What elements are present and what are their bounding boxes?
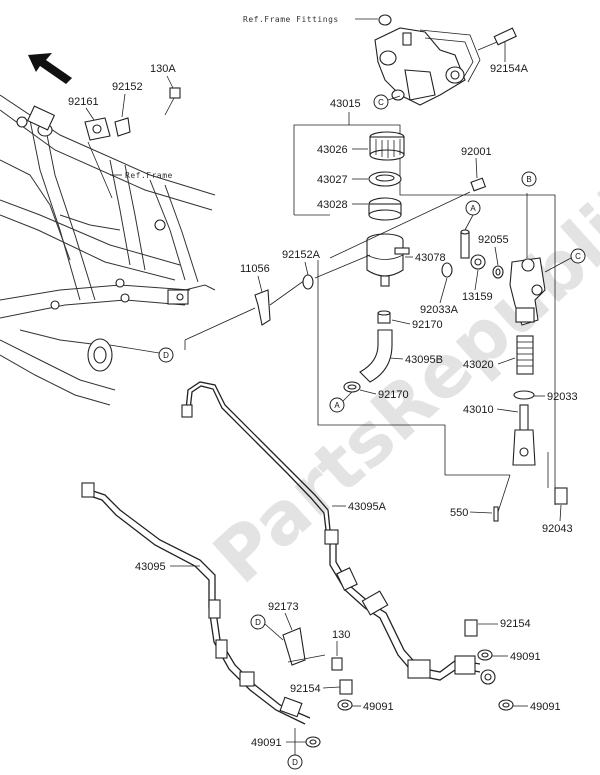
svg-text:B: B [526,175,531,184]
svg-text:D: D [163,351,169,360]
callout-d-clamp: D [250,614,284,641]
brake-pipe-43095A [181,381,331,531]
clamp-92170-lower [343,381,361,393]
bolt-130 [331,657,343,671]
callout-d-frame: D [109,344,174,363]
part-label-11056: 11056 [240,263,270,275]
part-label-550: 550 [450,507,468,519]
master-cylinder-body [509,193,546,326]
circlip-92033 [513,390,535,400]
bolt-92154-right [464,619,478,637]
svg-text:A: A [334,401,340,410]
part-label-130A: 130A [150,63,176,75]
washer-49091-c [477,649,493,661]
svg-text:C: C [378,98,384,107]
part-label-92170-lower: 92170 [378,389,409,401]
push-rod [512,404,536,466]
bolt-92154A [477,27,517,51]
part-label-43020: 43020 [463,359,494,371]
cotter-pin [493,474,511,522]
reservoir-cap [369,131,405,161]
svg-text:A: A [470,204,476,213]
part-label-92173: 92173 [268,601,299,613]
clamp-92173 [282,627,326,666]
washer-49091-d [498,699,514,711]
reservoir-plate [368,171,402,187]
part-label-43015: 43015 [330,98,361,110]
part-label-43010: 43010 [463,404,494,416]
part-label-92152A: 92152A [282,249,321,261]
collar-92152 [114,117,131,137]
ref-frame-label: Ref.Frame [125,171,173,180]
part-label-43027: 43027 [317,174,348,186]
part-label-92033: 92033 [547,391,578,403]
bolt-92043 [547,452,568,505]
part-label-92170-upper: 92170 [412,319,443,331]
part-label-92154-left: 92154 [290,683,321,695]
ref-frame-fittings-label: Ref.Frame Fittings [243,15,339,24]
group-43015-outline [293,112,556,505]
brake-hose-right [324,529,496,685]
bracket-11056 [254,279,306,326]
collar-92152A [302,274,314,290]
callout-a-lower: A [329,391,353,413]
callout-c-top: C [373,94,401,110]
bolt-92001 [329,177,487,259]
part-label-130: 130 [332,629,350,641]
part-label-43095: 43095 [135,561,166,573]
part-label-92161: 92161 [68,96,99,108]
part-label-49091-left: 49091 [251,737,282,749]
frame-fittings-bracket [374,14,481,106]
part-label-49091-right-lower: 49091 [530,701,561,713]
brake-hose-43095 [81,482,311,725]
hose-43095B [359,329,393,383]
callout-c-right: C [544,248,586,273]
bolt-130A [164,87,181,116]
part-label-43026: 43026 [317,144,348,156]
svg-text:D: D [255,618,261,627]
part-label-92043: 92043 [542,523,573,535]
clamp-92170-upper [377,310,391,324]
part-label-49091-right-upper: 49091 [510,651,541,663]
part-label-43028: 43028 [317,199,348,211]
front-direction-arrow-icon [28,53,72,84]
part-label-49091-mid: 49091 [363,701,394,713]
frame-drawing [0,94,216,406]
damper-92161 [84,117,111,141]
svg-text:C: C [575,252,581,261]
part-label-92001: 92001 [461,146,492,158]
part-label-43095B: 43095B [405,354,443,366]
washer-49091-b [305,736,321,748]
reservoir-diaphragm [368,197,402,221]
watermark: PartsRepublik [198,155,600,599]
bolt-92154-left [339,679,353,695]
part-label-92033A: 92033A [420,304,459,316]
part-label-43078: 43078 [415,252,446,264]
callout-a-top: A [464,200,481,231]
part-label-92154A: 92154A [490,63,529,75]
piston-assembly [516,335,534,375]
hose-fitting [441,229,504,279]
part-label-13159: 13159 [462,291,493,303]
reservoir-tank [366,233,410,287]
washer-49091-a [337,699,353,711]
callout-d-bottom: D [287,728,303,770]
part-label-92055: 92055 [478,234,509,246]
part-label-43095A: 43095A [348,501,387,513]
svg-text:D: D [292,758,298,767]
part-label-92152: 92152 [112,81,143,93]
callout-b-top: B [521,171,537,187]
part-label-92154-right: 92154 [500,618,531,630]
